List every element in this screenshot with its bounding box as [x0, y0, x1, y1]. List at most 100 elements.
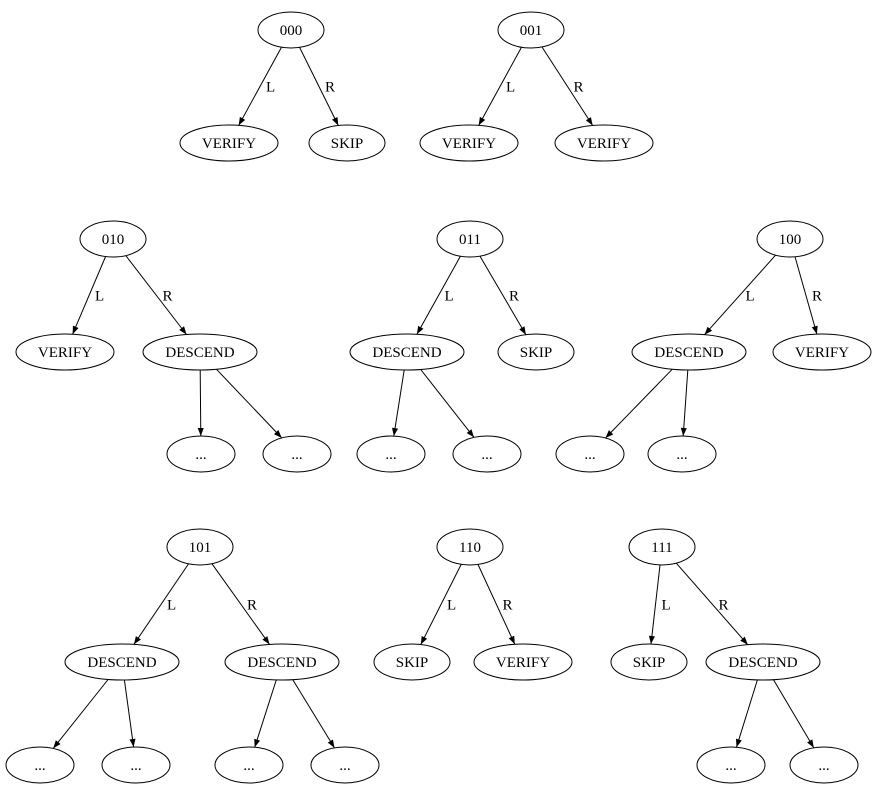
node-label-010: 010 — [102, 232, 125, 248]
node-010 — [79, 220, 147, 258]
edge-101-R-RR — [292, 679, 335, 749]
node-ellipsis — [789, 746, 859, 784]
node-011 — [436, 220, 504, 258]
node-ellipsis — [101, 746, 171, 784]
node-ellipsis — [452, 435, 522, 473]
node-000 — [257, 11, 325, 49]
edge-label-L: L — [95, 289, 104, 305]
edge-label-L: L — [746, 289, 755, 305]
node-label-verify: VERIFY — [442, 136, 496, 152]
node-descend — [224, 643, 340, 681]
node-label-011: 011 — [459, 232, 481, 248]
edge-011-L-LL — [392, 369, 405, 437]
edge-100-L-LR — [680, 369, 689, 437]
edge-label-R: R — [509, 289, 519, 305]
edge-011-L-LR — [420, 369, 475, 438]
node-label-ellipsis: ... — [818, 758, 829, 774]
node-101 — [166, 528, 234, 566]
node-skip — [373, 643, 451, 681]
node-verify — [419, 124, 519, 162]
node-label-000: 000 — [280, 23, 303, 39]
edge-label-R: R — [163, 289, 173, 305]
node-verify — [179, 124, 279, 162]
node-label-100: 100 — [779, 232, 802, 248]
edge-label-R: R — [503, 598, 513, 614]
node-label-descend: DESCEND — [372, 345, 441, 361]
edge-001-root-L — [478, 46, 522, 126]
edge-label-L: L — [447, 598, 456, 614]
node-111 — [628, 528, 696, 566]
edge-100-L-LL — [605, 368, 673, 439]
edge-101-root-L — [133, 563, 189, 645]
node-label-skip: SKIP — [331, 136, 364, 152]
node-label-ellipsis: ... — [195, 447, 206, 463]
edge-010-R-RL — [197, 369, 204, 437]
edge-label-R: R — [719, 598, 729, 614]
node-ellipsis — [262, 435, 332, 473]
edge-110-root-L — [420, 564, 462, 645]
node-label-verify: VERIFY — [577, 136, 631, 152]
node-descend — [705, 643, 821, 681]
node-label-ellipsis: ... — [725, 758, 736, 774]
node-label-ellipsis: ... — [481, 447, 492, 463]
node-descend — [631, 333, 747, 371]
edge-010-root-L — [72, 256, 107, 335]
node-ellipsis — [5, 746, 75, 784]
node-skip — [610, 643, 688, 681]
node-label-descend: DESCEND — [247, 655, 316, 671]
edge-111-root-R — [675, 562, 749, 646]
node-label-ellipsis: ... — [34, 758, 45, 774]
node-label-skip: SKIP — [396, 655, 429, 671]
node-verify — [15, 333, 115, 371]
node-label-verify: VERIFY — [496, 655, 550, 671]
edge-100-root-R — [794, 256, 818, 335]
node-label-ellipsis: ... — [676, 447, 687, 463]
node-ellipsis — [356, 435, 426, 473]
node-verify — [554, 124, 654, 162]
node-label-ellipsis: ... — [243, 758, 254, 774]
node-label-ellipsis: ... — [130, 758, 141, 774]
node-001 — [497, 11, 565, 49]
node-ellipsis — [214, 746, 284, 784]
node-100 — [756, 220, 824, 258]
node-label-ellipsis: ... — [291, 447, 302, 463]
node-ellipsis — [647, 435, 717, 473]
edge-101-root-R — [211, 563, 270, 645]
node-label-ellipsis: ... — [339, 758, 350, 774]
node-label-descend: DESCEND — [654, 345, 723, 361]
node-label-skip: SKIP — [520, 345, 553, 361]
edge-label-R: R — [325, 80, 335, 96]
node-label-descend: DESCEND — [165, 345, 234, 361]
node-descend — [142, 333, 258, 371]
node-label-001: 001 — [520, 23, 543, 39]
node-ellipsis — [696, 746, 766, 784]
node-label-111: 111 — [651, 540, 672, 556]
node-label-verify: VERIFY — [38, 345, 92, 361]
node-descend — [64, 643, 180, 681]
edge-label-L: L — [445, 289, 454, 305]
node-ellipsis — [310, 746, 380, 784]
edge-label-L: L — [662, 598, 671, 614]
node-ellipsis — [166, 435, 236, 473]
node-label-descend: DESCEND — [728, 655, 797, 671]
node-verify — [772, 333, 872, 371]
node-label-skip: SKIP — [633, 655, 666, 671]
edge-001-root-R — [541, 46, 594, 126]
edge-011-root-L — [416, 255, 461, 335]
edge-101-L-LR — [123, 679, 136, 748]
node-label-descend: DESCEND — [87, 655, 156, 671]
edge-011-root-R — [479, 255, 527, 335]
edge-label-R: R — [574, 80, 584, 96]
edge-110-root-R — [477, 564, 516, 645]
edge-label-L: L — [506, 80, 515, 96]
edge-111-R-RR — [773, 679, 815, 749]
node-ellipsis — [555, 435, 625, 473]
edge-label-R: R — [247, 598, 257, 614]
